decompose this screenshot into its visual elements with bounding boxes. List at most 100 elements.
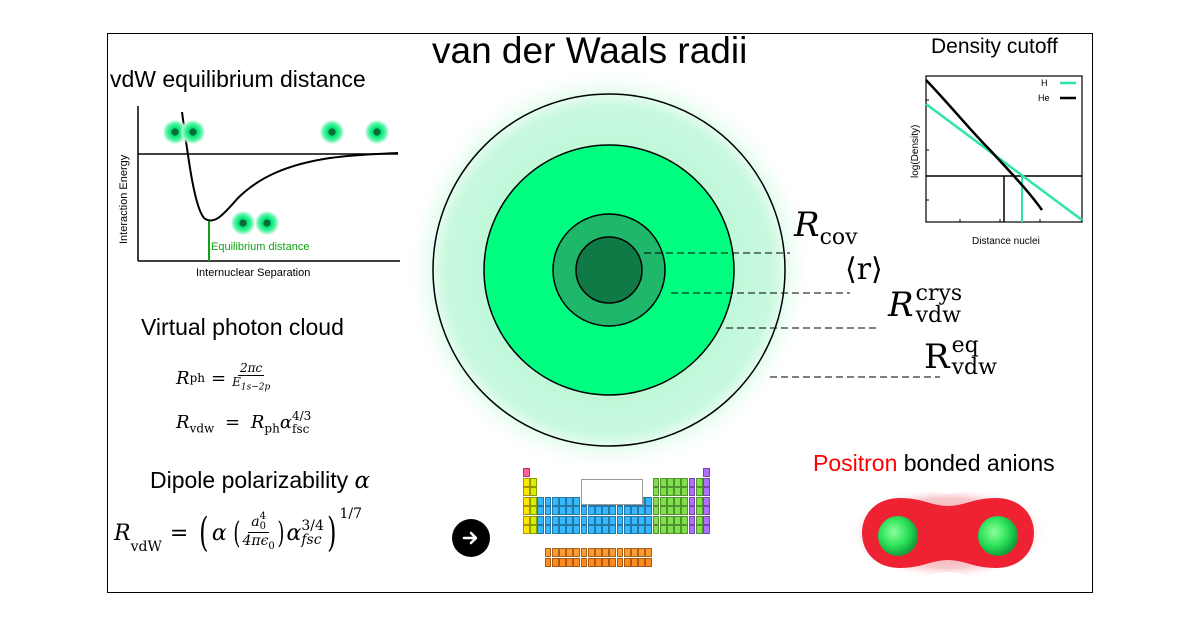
periodic-table-cell (695, 496, 703, 506)
periodic-table-cell (573, 506, 581, 516)
periodic-table-cell (674, 496, 681, 506)
potential-curve (181, 111, 399, 222)
arrow-right-icon (462, 531, 478, 545)
equilibrium-label: Equilibrium distance (211, 241, 309, 253)
positron-molecule (848, 486, 1048, 580)
periodic-table-cell (544, 506, 552, 516)
periodic-table-cell (573, 557, 581, 567)
periodic-table-cell (631, 525, 638, 535)
periodic-table-cell (652, 496, 660, 506)
separation-axis-label: Internuclear Separation (196, 267, 310, 279)
periodic-table-cell (695, 506, 703, 516)
periodic-table-cell (566, 515, 573, 525)
figure-frame (107, 33, 1093, 593)
periodic-table-cell (523, 496, 530, 506)
figure-title: van der Waals radii (432, 30, 748, 71)
periodic-table-cell (587, 557, 595, 567)
periodic-table-cell (523, 477, 530, 487)
periodic-table-cell (580, 557, 588, 567)
energy-axis-label: Interaction Energy (118, 154, 130, 244)
periodic-table-cell (688, 515, 696, 525)
periodic-table-cell (652, 515, 660, 525)
periodic-table-cell (523, 515, 530, 525)
periodic-table-cell (703, 487, 710, 497)
periodic-table-cell (523, 506, 530, 516)
periodic-table-legend-box (581, 479, 643, 505)
periodic-table-cell (530, 487, 537, 497)
vdw-panel-heading: vdW equilibrium distance (110, 66, 366, 92)
anion-left (878, 516, 918, 556)
atom-icon (162, 119, 188, 145)
periodic-table-cell (523, 487, 530, 497)
density-ylabel: log(Density) (910, 125, 921, 178)
positron-heading: Positron bonded anions (813, 450, 1055, 476)
periodic-table-cell (559, 525, 566, 535)
periodic-table-cell (602, 548, 609, 558)
periodic-table-cell (688, 525, 696, 535)
periodic-table-cell (544, 515, 552, 525)
periodic-table-cell (530, 525, 537, 535)
atom-icon (254, 210, 280, 236)
periodic-table-cell (616, 515, 624, 525)
periodic-table-cell (566, 496, 573, 506)
periodic-table-cell (559, 506, 566, 516)
periodic-table-cell (638, 515, 645, 525)
periodic-table-cell (559, 496, 566, 506)
periodic-table-cell (623, 548, 631, 558)
periodic-table-cell (559, 515, 566, 525)
periodic-table-cell (695, 487, 703, 497)
periodic-table-cell (667, 506, 674, 516)
periodic-table-cell (638, 525, 645, 535)
positron-highlight: Positron (813, 450, 898, 476)
periodic-table-cell (631, 557, 638, 567)
anion-right (978, 516, 1018, 556)
periodic-table-cell (695, 477, 703, 487)
periodic-table-cell (580, 525, 588, 535)
periodic-table-cell (537, 496, 545, 506)
periodic-table-cell (530, 477, 537, 487)
periodic-table-cell (674, 477, 681, 487)
periodic-table-cell (659, 506, 667, 516)
periodic-table-cell (559, 557, 566, 567)
periodic-table-cell (537, 506, 545, 516)
next-arrow-button[interactable] (452, 519, 490, 557)
periodic-table-cell (566, 548, 573, 558)
periodic-table-cell (544, 525, 552, 535)
periodic-table-cell (652, 506, 660, 516)
periodic-table-cell (659, 477, 667, 487)
periodic-table-cell (609, 515, 617, 525)
periodic-table-cell (587, 525, 595, 535)
periodic-table-cell (573, 515, 581, 525)
eq-radius-circle (432, 93, 786, 447)
periodic-table-cell (595, 557, 602, 567)
periodic-table-cell (566, 506, 573, 516)
h-density-line (925, 102, 1083, 222)
legend-h-label: H (1041, 78, 1048, 88)
periodic-table-cell (609, 506, 617, 516)
periodic-table-cell (631, 515, 638, 525)
cov-radius-label: Rcov (794, 205, 858, 250)
periodic-table-cell (638, 548, 645, 558)
periodic-table-cell (667, 496, 674, 506)
periodic-table-cell (580, 515, 588, 525)
atom-icon (180, 119, 206, 145)
periodic-table-cell (616, 525, 624, 535)
periodic-table-cell (681, 496, 689, 506)
periodic-table-cell (659, 525, 667, 535)
periodic-table-cell (523, 468, 530, 478)
periodic-table-cell (595, 548, 602, 558)
periodic-table-image (523, 468, 713, 593)
periodic-table-cell (573, 548, 581, 558)
periodic-table-cell (638, 506, 645, 516)
periodic-table-cell (703, 468, 710, 478)
periodic-table-cell (674, 525, 681, 535)
periodic-table-cell (631, 506, 638, 516)
periodic-table-cell (595, 506, 602, 516)
periodic-table-cell (602, 557, 609, 567)
periodic-table-cell (674, 506, 681, 516)
periodic-table-cell (645, 506, 653, 516)
periodic-table-cell (616, 506, 624, 516)
